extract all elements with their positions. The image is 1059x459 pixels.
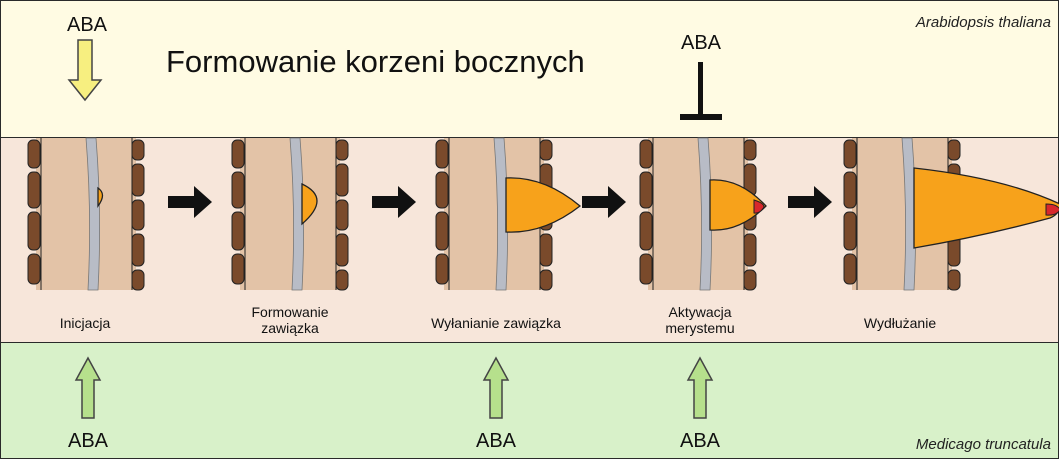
root-cell [132, 234, 144, 266]
root-cell [744, 234, 756, 266]
root-segment-2 [232, 138, 348, 290]
root-cell [540, 270, 552, 290]
root-cell [640, 140, 652, 168]
root-cell [132, 270, 144, 290]
species-arabidopsis: Arabidopsis thaliana [916, 14, 1051, 31]
process-arrow-icon [788, 186, 832, 218]
stage-label-emergence: Wyłanianie zawiązka [431, 315, 561, 331]
aba-inhibit-bar-icon [680, 62, 722, 120]
root-cell [948, 270, 960, 290]
root-cell [540, 140, 552, 160]
root-cell [132, 140, 144, 160]
root-cell [28, 254, 40, 284]
aba-medicago-arrow-icon [688, 358, 712, 418]
lateral-root-primordium [506, 178, 580, 232]
root-cell [232, 212, 244, 250]
species-medicago: Medicago truncatula [916, 436, 1051, 453]
root-cell [844, 140, 856, 168]
root-segment-5 [844, 138, 1059, 290]
stage-label-elongation: Wydłużanie [864, 315, 936, 331]
process-arrow-icon [168, 186, 212, 218]
root-cell [336, 200, 348, 230]
root-cell [336, 234, 348, 266]
root-cell [436, 140, 448, 168]
root-cell [640, 212, 652, 250]
root-cell [336, 164, 348, 196]
root-cell [948, 140, 960, 160]
root-cell [640, 254, 652, 284]
aba-promote-arrow-icon [69, 40, 101, 100]
root-cortex [240, 138, 340, 290]
aba-medicago-label-2: ABA [476, 430, 516, 453]
aba-promote-label: ABA [67, 14, 107, 37]
root-cell [436, 172, 448, 208]
root-cell [640, 172, 652, 208]
root-cell [336, 270, 348, 290]
root-cell [744, 140, 756, 160]
aba-medicago-label-1: ABA [68, 430, 108, 453]
aba-medicago-arrow-icon [76, 358, 100, 418]
diagram-title: Formowanie korzeni bocznych [166, 44, 585, 80]
root-segment-4 [640, 138, 766, 290]
root-cell [232, 140, 244, 168]
root-cell [844, 212, 856, 250]
aba-medicago-arrow-icon [484, 358, 508, 418]
root-cortex [36, 138, 136, 290]
process-arrow-icon [372, 186, 416, 218]
aba-medicago-label-3: ABA [680, 430, 720, 453]
root-cell [540, 234, 552, 266]
root-cell [744, 270, 756, 290]
stage-label-meristem-activation: Aktywacja merystemu [665, 304, 734, 336]
lateral-root-primordium [914, 168, 1059, 248]
root-cell [28, 212, 40, 250]
root-cell [844, 172, 856, 208]
root-segment-1 [28, 138, 144, 290]
root-cell [28, 172, 40, 208]
root-cell [436, 254, 448, 284]
root-cell [132, 164, 144, 196]
root-cell [232, 172, 244, 208]
stage-label-primordium-formation: Formowanie zawiązka [251, 304, 328, 336]
process-arrow-icon [582, 186, 626, 218]
aba-inhibit-label: ABA [681, 32, 721, 55]
stage-label-initiation: Inicjacja [60, 315, 111, 331]
root-cell [28, 140, 40, 168]
root-cell [336, 140, 348, 160]
root-segment-3 [436, 138, 580, 290]
root-cell [132, 200, 144, 230]
root-cell [436, 212, 448, 250]
root-cell [844, 254, 856, 284]
root-cell [232, 254, 244, 284]
